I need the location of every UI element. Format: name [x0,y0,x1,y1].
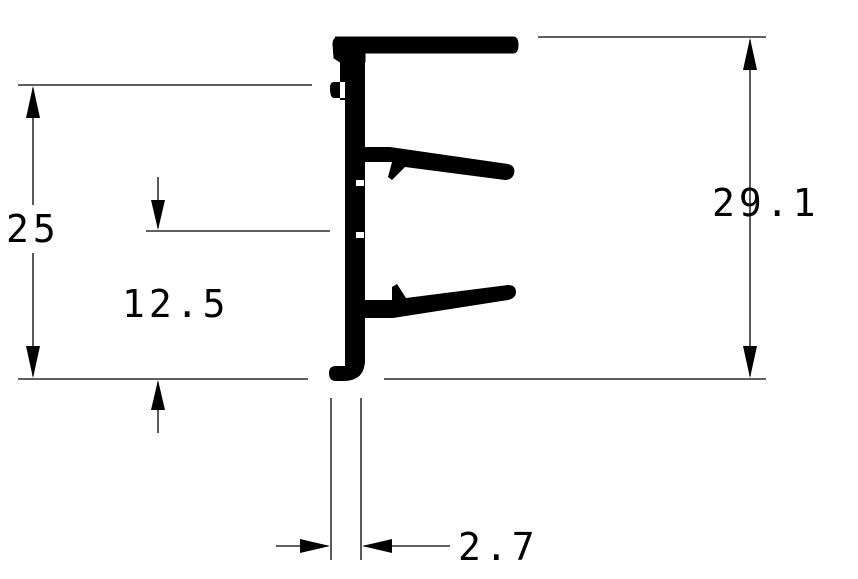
label-wall-thickness: 2.7 [458,525,539,569]
dim-half-height [146,177,330,433]
dim-overall-height [384,36,766,380]
arrow-head-down-mid [151,200,165,230]
dim-wall-thickness [276,398,450,560]
arrow-head-down [743,346,757,378]
web-notch-2 [356,232,364,238]
lower-arm [360,284,516,318]
arrow-head-up [743,38,757,70]
bottom-lip [329,340,365,381]
dim-inner-height [18,84,312,380]
label-inner-height: 25 [6,207,60,251]
label-half-height: 12.5 [122,282,230,326]
web-notch-1 [356,180,364,186]
arrow-head-right [300,539,330,553]
label-gap [20,205,46,253]
vertical-web [345,53,365,363]
arrow-head-up-mid [151,380,165,410]
upper-arm [360,147,515,180]
arrow-head-down-left [26,346,40,378]
top-flange [332,36,519,63]
arrow-head-left [362,539,392,553]
label-overall-height: 29.1 [712,181,820,225]
extrusion-profile [329,36,519,381]
arrow-head-up-left [26,86,40,118]
